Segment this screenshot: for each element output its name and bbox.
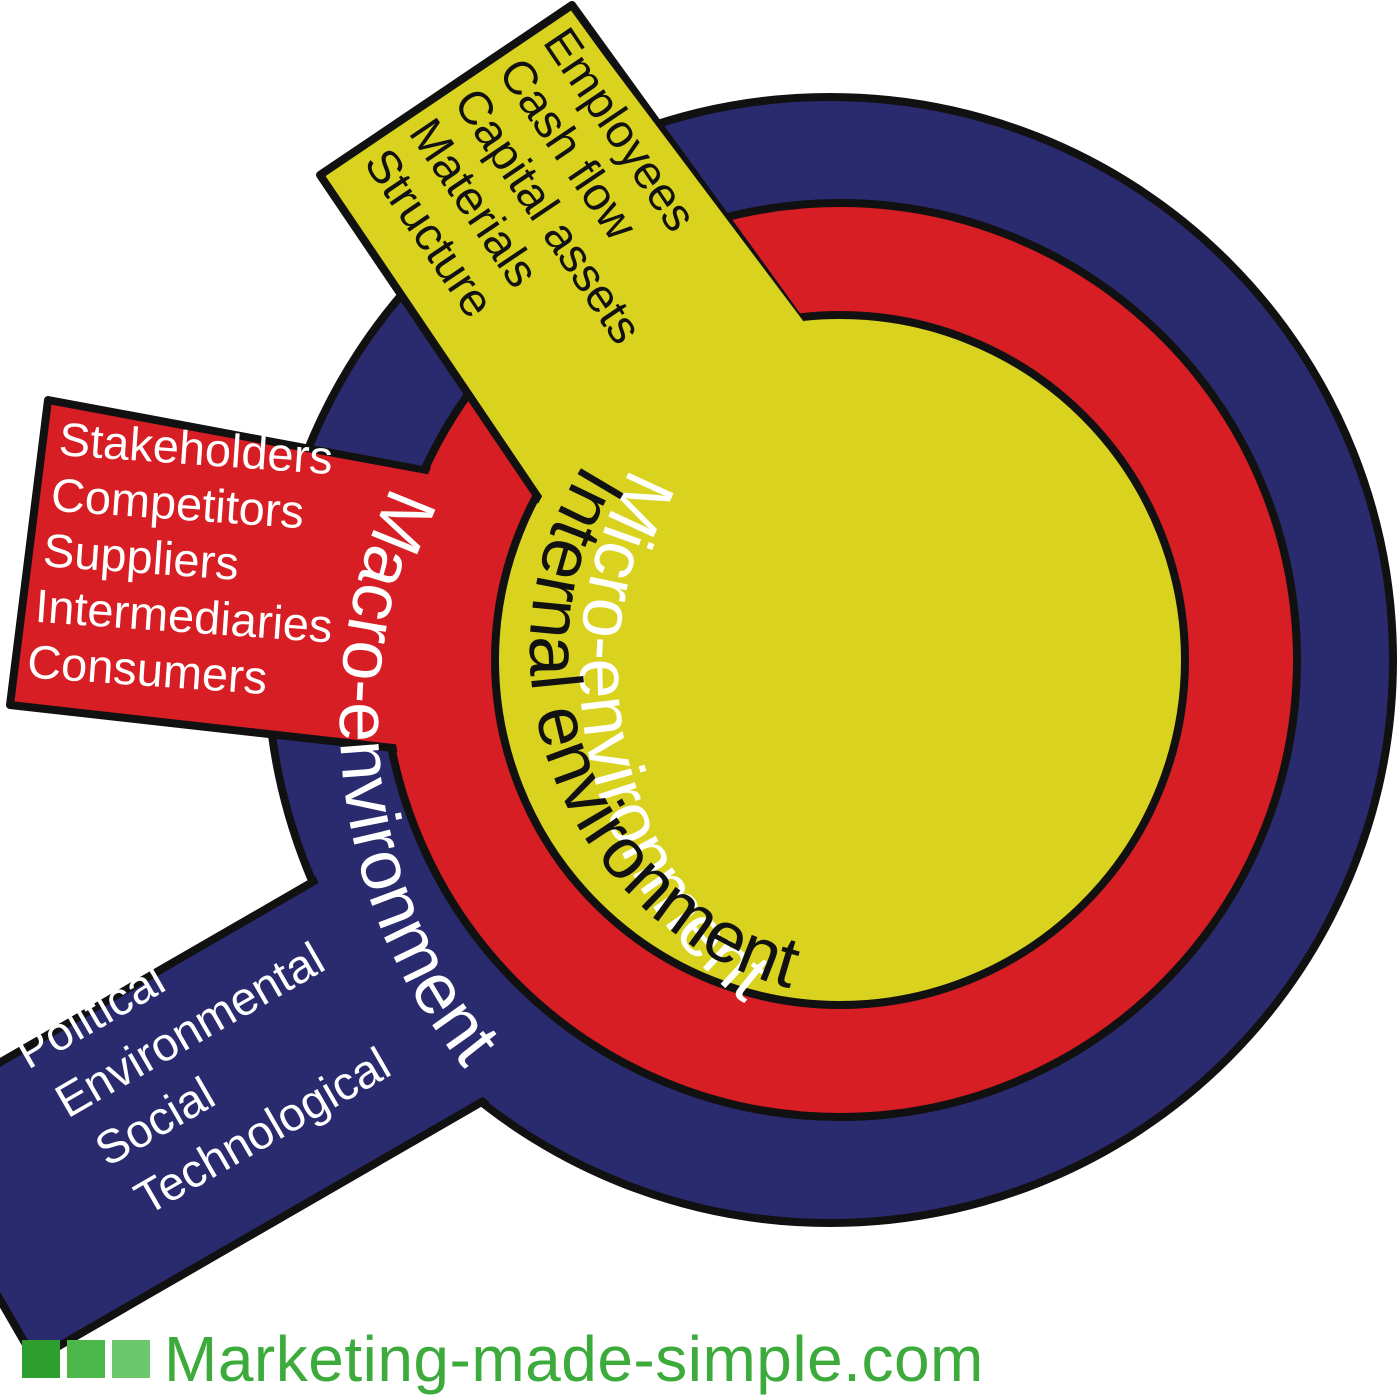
site-name: Marketing-made-simple.com	[164, 1323, 984, 1395]
internal-environment-layer	[316, 1, 1189, 1009]
footer-brand: Marketing-made-simple.com	[0, 1318, 1400, 1400]
brand-square-icon	[22, 1340, 60, 1378]
brand-square-icon	[112, 1340, 150, 1378]
brand-square-icon	[67, 1340, 105, 1378]
